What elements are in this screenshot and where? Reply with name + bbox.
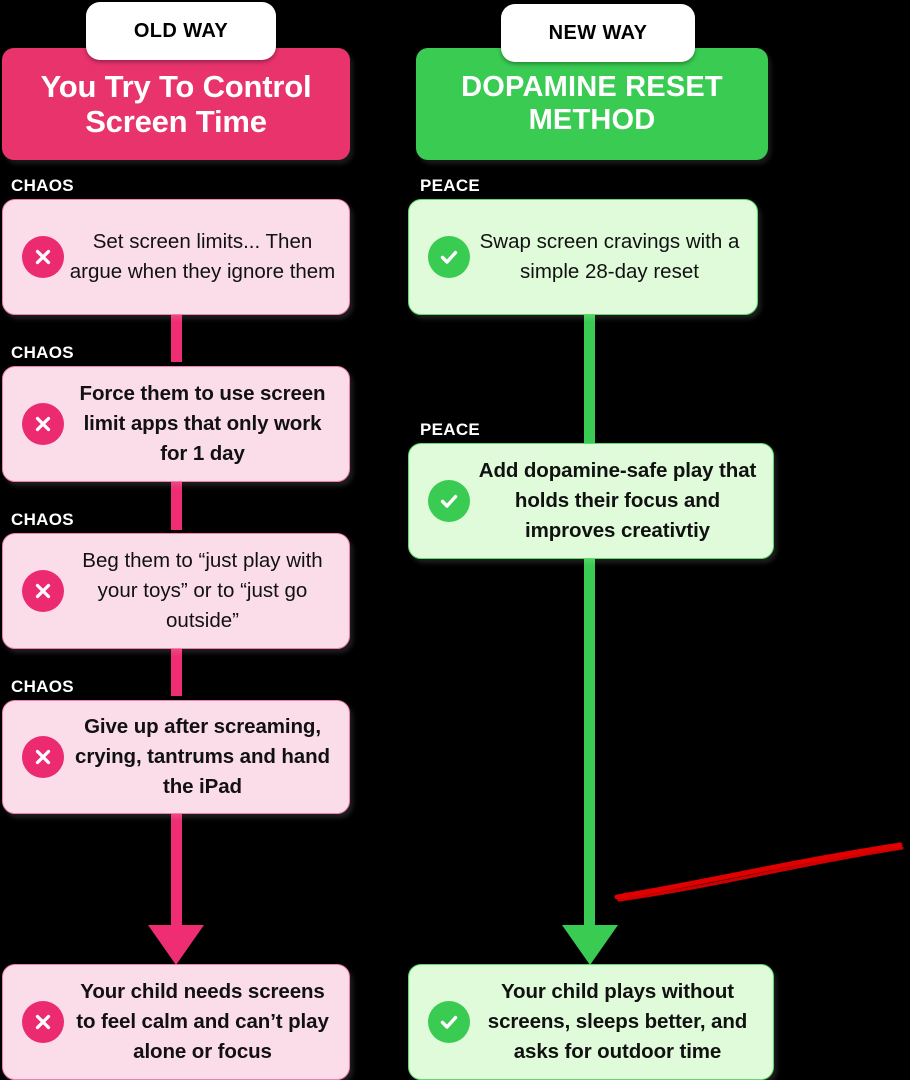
connector-rail-left-1 bbox=[171, 300, 182, 362]
step-card-left-2: Force them to use screen limit apps that… bbox=[2, 366, 350, 482]
red-underline-scribble bbox=[614, 842, 904, 902]
connector-arrowhead-left bbox=[148, 925, 204, 965]
header-new-way: DOPAMINE RESET METHOD bbox=[416, 48, 768, 160]
step-card-left-4: Give up after screaming, crying, tantrum… bbox=[2, 700, 350, 814]
header-old-way-title: You Try To Control Screen Time bbox=[40, 68, 312, 139]
step-label-left-4: CHAOS bbox=[11, 677, 74, 696]
x-circle-icon bbox=[22, 403, 64, 445]
step-card-left-3-text: Beg them to “just play with your toys” o… bbox=[82, 549, 323, 632]
pill-old-way-label: OLD WAY bbox=[133, 19, 229, 42]
header-old-way: You Try To Control Screen Time bbox=[2, 48, 350, 160]
outcome-card-right: Your child plays without screens, sleeps… bbox=[408, 964, 774, 1080]
step-card-left-2-text: Force them to use screen limit apps that… bbox=[79, 382, 326, 465]
step-card-right-2-text: Add dopamine-safe play that holds their … bbox=[478, 459, 757, 542]
header-new-way-title: DOPAMINE RESET METHOD bbox=[461, 70, 723, 136]
step-label-right-2: PEACE bbox=[420, 420, 481, 439]
x-circle-icon bbox=[22, 1001, 64, 1043]
step-label-left-1: CHAOS bbox=[11, 176, 74, 195]
outcome-card-right-text: Your child plays without screens, sleeps… bbox=[487, 980, 748, 1063]
connector-rail-right-2 bbox=[584, 545, 595, 935]
step-card-right-1: Swap screen cravings with a simple 28-da… bbox=[408, 199, 758, 315]
step-card-right-2: Add dopamine-safe play that holds their … bbox=[408, 443, 774, 559]
check-circle-icon bbox=[428, 480, 470, 522]
step-card-left-4-text: Give up after screaming, crying, tantrum… bbox=[75, 715, 330, 798]
check-circle-icon bbox=[428, 236, 470, 278]
pill-old-way: OLD WAY bbox=[86, 2, 276, 60]
outcome-card-left: Your child needs screens to feel calm an… bbox=[2, 964, 350, 1080]
step-label-left-3: CHAOS bbox=[11, 510, 74, 529]
connector-rail-right-1 bbox=[584, 305, 595, 449]
step-card-right-1-text: Swap screen cravings with a simple 28-da… bbox=[479, 230, 740, 283]
connector-rail-left-4 bbox=[171, 800, 182, 930]
step-card-left-1-text: Set screen limits... Then argue when the… bbox=[69, 230, 336, 283]
pill-new-way-label: NEW WAY bbox=[548, 21, 648, 44]
connector-rail-left-3 bbox=[171, 634, 182, 696]
step-card-left-3: Beg them to “just play with your toys” o… bbox=[2, 533, 350, 649]
step-label-left-2: CHAOS bbox=[11, 343, 74, 362]
step-card-left-1: Set screen limits... Then argue when the… bbox=[2, 199, 350, 315]
connector-arrowhead-right bbox=[562, 925, 618, 965]
x-circle-icon bbox=[22, 236, 64, 278]
check-circle-icon bbox=[428, 1001, 470, 1043]
step-label-right-1: PEACE bbox=[420, 176, 481, 195]
x-circle-icon bbox=[22, 736, 64, 778]
outcome-card-left-text: Your child needs screens to feel calm an… bbox=[76, 980, 329, 1063]
x-circle-icon bbox=[22, 570, 64, 612]
pill-new-way: NEW WAY bbox=[501, 4, 695, 62]
connector-rail-left-2 bbox=[171, 466, 182, 530]
